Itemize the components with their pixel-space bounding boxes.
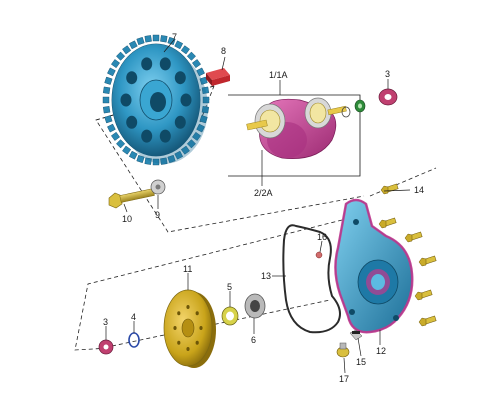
crankshaft-part[interactable] — [246, 97, 347, 159]
washer-bottom-part[interactable] — [98, 339, 114, 355]
drain-bolt-part[interactable] — [336, 342, 350, 358]
label-1-1a: 1/1A — [269, 70, 288, 80]
label-16: 16 — [317, 232, 327, 242]
key-part[interactable] — [206, 68, 230, 86]
label-15: 15 — [356, 357, 366, 367]
label-13: 13 — [261, 271, 271, 281]
label-6: 6 — [251, 335, 256, 345]
label-8: 8 — [221, 46, 226, 56]
spacer-ring-part[interactable] — [221, 306, 239, 326]
shaft-seal-part[interactable] — [244, 293, 266, 319]
label-11: 11 — [183, 264, 192, 274]
gear-lightening-holes — [120, 57, 192, 143]
bolt-part[interactable] — [108, 188, 155, 209]
label-2-2a: 2/2A — [254, 188, 273, 198]
label-9: 9 — [155, 210, 160, 220]
label-17: 17 — [339, 374, 349, 384]
label-4: 4 — [131, 312, 136, 322]
gear-part[interactable] — [102, 34, 210, 166]
label-14: 14 — [414, 185, 424, 195]
gasket-part[interactable] — [282, 224, 341, 334]
dowel-part[interactable] — [315, 251, 323, 259]
cover-bolts-part[interactable] — [378, 183, 437, 327]
assembly-guide-lines — [74, 85, 437, 351]
label-10: 10 — [122, 214, 132, 224]
impeller-part[interactable] — [163, 289, 216, 368]
label-5: 5 — [227, 282, 232, 292]
label-7: 7 — [172, 32, 177, 42]
part-labels: 7 8 1/1A 3 2/2A 10 9 14 16 13 11 5 3 4 6… — [103, 32, 424, 384]
crank-end-seal[interactable] — [341, 99, 366, 118]
drain-plug-part[interactable] — [349, 329, 363, 341]
impeller-holes — [173, 305, 203, 351]
group-bracket-crank — [228, 94, 361, 177]
label-12: 12 — [376, 346, 386, 356]
washer-top-part[interactable] — [378, 88, 398, 106]
leader-lines — [105, 39, 411, 374]
pump-cover-part[interactable] — [334, 198, 414, 334]
o-ring-small-part[interactable] — [128, 332, 140, 348]
small-washer-part[interactable] — [150, 179, 166, 195]
label-3-bottom: 3 — [103, 317, 108, 327]
label-3-top: 3 — [385, 69, 390, 79]
gear-teeth — [102, 34, 210, 166]
